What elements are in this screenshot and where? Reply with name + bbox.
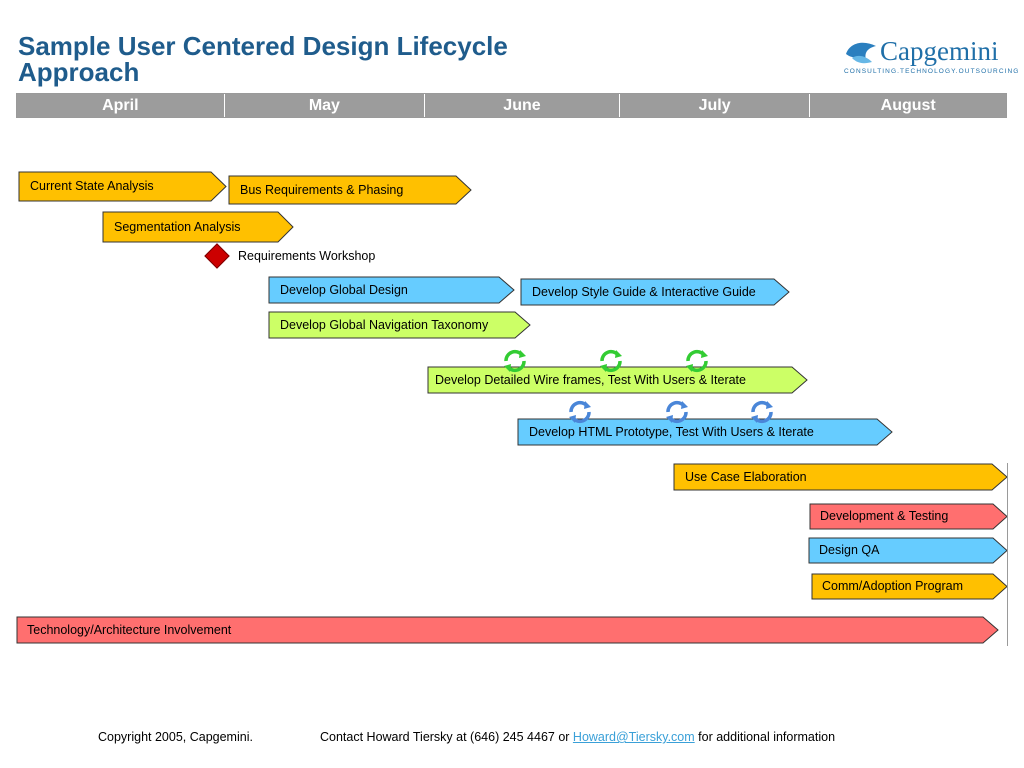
task-bar-global-design: Develop Global Design	[268, 276, 515, 304]
page-title: Sample User Centered Design Lifecycle Ap…	[18, 31, 508, 87]
task-bar-development-testing: Development & Testing	[809, 503, 1008, 530]
task-label: Use Case Elaboration	[685, 470, 807, 484]
task-bar-current-state-analysis: Current State Analysis	[18, 171, 227, 202]
task-label: Development & Testing	[820, 509, 949, 523]
spade-logo-icon	[846, 42, 876, 64]
task-label: Comm/Adoption Program	[822, 579, 964, 593]
blue-iterate-cycle-icon	[666, 400, 688, 424]
task-bar-design-qa: Design QA	[808, 537, 1008, 564]
footer-email-link[interactable]: Howard@Tiersky.com	[572, 730, 695, 744]
logo-tagline: CONSULTING.TECHNOLOGY.OUTSOURCING	[844, 68, 1020, 75]
task-label: Develop Style Guide & Interactive Guide	[532, 285, 756, 299]
green-iterate-cycle-icon	[504, 349, 526, 373]
task-label: Develop Global Design	[280, 283, 408, 297]
footer-suffix: for additional information	[698, 730, 836, 744]
task-bar-navigation-taxonomy: Develop Global Navigation Taxonomy	[268, 311, 531, 339]
footer-copyright: Copyright 2005, Capgemini.	[98, 730, 253, 744]
month-july: July	[619, 94, 811, 117]
task-bar-segmentation-analysis: Segmentation Analysis	[102, 211, 294, 243]
logo-wordmark: Capgemini	[880, 36, 999, 66]
capgemini-logo: Capgemini CONSULTING.TECHNOLOGY.OUTSOURC…	[842, 36, 1018, 78]
month-april: April	[17, 94, 225, 117]
month-may: May	[224, 94, 426, 117]
task-bar-use-case-elaboration: Use Case Elaboration	[673, 463, 1008, 491]
task-label: Current State Analysis	[30, 179, 154, 193]
task-bar-technology-architecture: Technology/Architecture Involvement	[16, 616, 999, 644]
footer-contact-text: Contact Howard Tiersky at (646) 245 4467…	[320, 730, 570, 744]
task-label: Develop Global Navigation Taxonomy	[280, 318, 489, 332]
task-bar-bus-requirements: Bus Requirements & Phasing	[228, 175, 472, 205]
task-label: Technology/Architecture Involvement	[27, 623, 232, 637]
blue-iterate-cycle-icon	[569, 400, 591, 424]
month-june: June	[425, 94, 620, 117]
task-bar-style-guide: Develop Style Guide & Interactive Guide	[520, 278, 790, 306]
task-label: Develop HTML Prototype, Test With Users …	[529, 425, 814, 439]
timeline-end-divider	[1007, 463, 1008, 646]
footer-contact: Contact Howard Tiersky at (646) 245 4467…	[320, 730, 835, 744]
milestone-label: Requirements Workshop	[238, 249, 376, 263]
green-iterate-cycle-icon	[686, 349, 708, 373]
milestone-diamond-icon	[204, 243, 230, 269]
month-header: April May June July August	[16, 93, 1007, 118]
task-label: Develop Detailed Wire frames, Test With …	[435, 373, 746, 387]
month-august: August	[810, 94, 1006, 117]
task-bar-comm-adoption: Comm/Adoption Program	[811, 573, 1008, 600]
task-bar-wireframes: Develop Detailed Wire frames, Test With …	[427, 366, 808, 394]
task-bar-html-prototype: Develop HTML Prototype, Test With Users …	[517, 418, 893, 446]
green-iterate-cycle-icon	[600, 349, 622, 373]
task-label: Segmentation Analysis	[114, 220, 241, 234]
task-label: Design QA	[819, 543, 880, 557]
blue-iterate-cycle-icon	[751, 400, 773, 424]
task-label: Bus Requirements & Phasing	[240, 183, 404, 197]
